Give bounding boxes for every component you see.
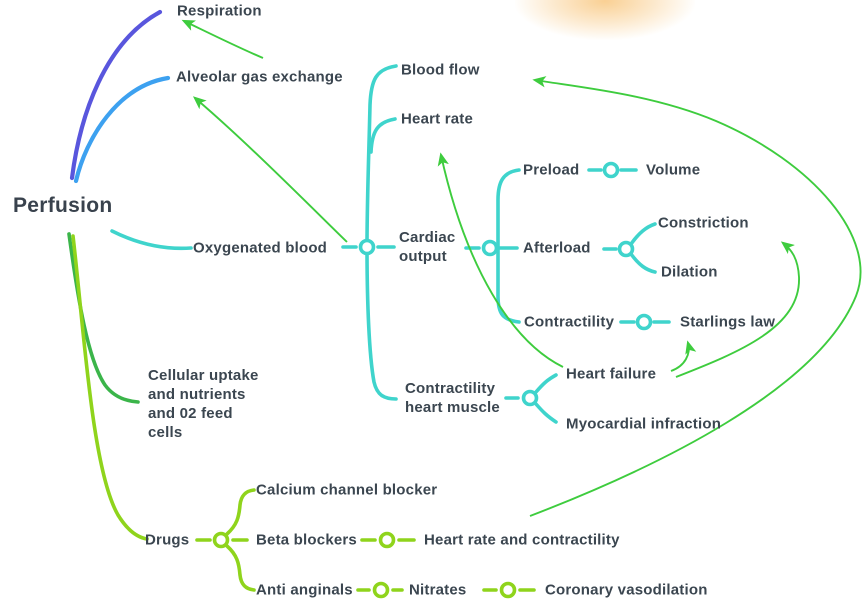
node-cardiac-output[interactable]: Cardiac output: [399, 229, 456, 265]
node-respiration[interactable]: Respiration: [177, 2, 262, 20]
junction-drugs-children[interactable]: [212, 531, 230, 549]
node-heart-rate-and-contractility[interactable]: Heart rate and contractility: [424, 531, 620, 549]
branch-perfusion-alveolar: [73, 75, 171, 184]
node-dilation[interactable]: Dilation: [661, 263, 718, 281]
arrow-hr-contractility-to-blood-flow: [529, 76, 862, 517]
node-blood-flow[interactable]: Blood flow: [401, 61, 480, 79]
node-cellular-uptake[interactable]: Cellular uptake and nutrients and 02 fee…: [148, 367, 259, 441]
node-contractility-heart-muscle[interactable]: Contractility heart muscle: [405, 380, 500, 416]
node-afterload[interactable]: Afterload: [523, 239, 591, 257]
node-starlings-law[interactable]: Starlings law: [680, 313, 776, 331]
junction-nitrates[interactable]: [499, 581, 517, 599]
branch-perfusion-drugs: [71, 234, 149, 541]
node-calcium-channel-blocker[interactable]: Calcium channel blocker: [256, 481, 438, 499]
arrow-heart-failure-to-heart-rate: [437, 152, 564, 368]
branch-spine-bloodflow-contractility: [365, 64, 398, 401]
branch-heart-rate: [369, 117, 397, 154]
bracket-drugs-children: [225, 488, 256, 592]
bracket-afterload-children: [629, 222, 657, 274]
branch-perfusion-oxygenated: [110, 229, 193, 251]
arrow-heart-failure-to-constriction: [675, 241, 800, 378]
bracket-contractility-hm-children: [534, 373, 558, 424]
junction-contractility-hm-children[interactable]: [521, 389, 539, 407]
arrow-heart-failure-to-starlings-law: [670, 340, 697, 372]
node-volume[interactable]: Volume: [646, 161, 701, 179]
node-anti-anginals[interactable]: Anti anginals: [256, 581, 353, 599]
arrow-alveolar-to-respiration: [181, 19, 264, 59]
node-contractility[interactable]: Contractility: [524, 313, 615, 331]
node-oxygenated-blood[interactable]: Oxygenated blood: [193, 239, 328, 257]
node-perfusion[interactable]: Perfusion: [13, 194, 113, 217]
junction-cardiac-branches[interactable]: [358, 238, 376, 256]
node-beta-blockers[interactable]: Beta blockers: [256, 531, 357, 549]
node-heart-rate[interactable]: Heart rate: [401, 110, 474, 128]
bracket-cardiac-output-children: [495, 168, 521, 324]
branch-perfusion-cellular: [67, 232, 140, 404]
junction-cardiac-output-children[interactable]: [481, 239, 499, 257]
node-preload[interactable]: Preload: [523, 161, 580, 179]
branch-perfusion-respiration: [69, 9, 163, 181]
junction-anti-anginals[interactable]: [372, 581, 390, 599]
junction-afterload-children[interactable]: [617, 240, 635, 258]
node-heart-failure[interactable]: Heart failure: [566, 365, 657, 383]
node-myocardial-infraction[interactable]: Myocardial infraction: [566, 415, 722, 433]
junction-beta-blockers[interactable]: [378, 531, 396, 549]
node-coronary-vasodilation[interactable]: Coronary vasodilation: [545, 581, 708, 599]
node-nitrates[interactable]: Nitrates: [409, 581, 467, 599]
node-constriction[interactable]: Constriction: [658, 214, 749, 232]
node-drugs[interactable]: Drugs: [145, 531, 190, 549]
junction-contractility-starlings[interactable]: [635, 313, 653, 331]
junction-preload-volume[interactable]: [602, 161, 620, 179]
arrow-cardiac-output-to-alveolar: [192, 96, 348, 243]
node-alveolar-gas-exchange[interactable]: Alveolar gas exchange: [176, 68, 343, 86]
